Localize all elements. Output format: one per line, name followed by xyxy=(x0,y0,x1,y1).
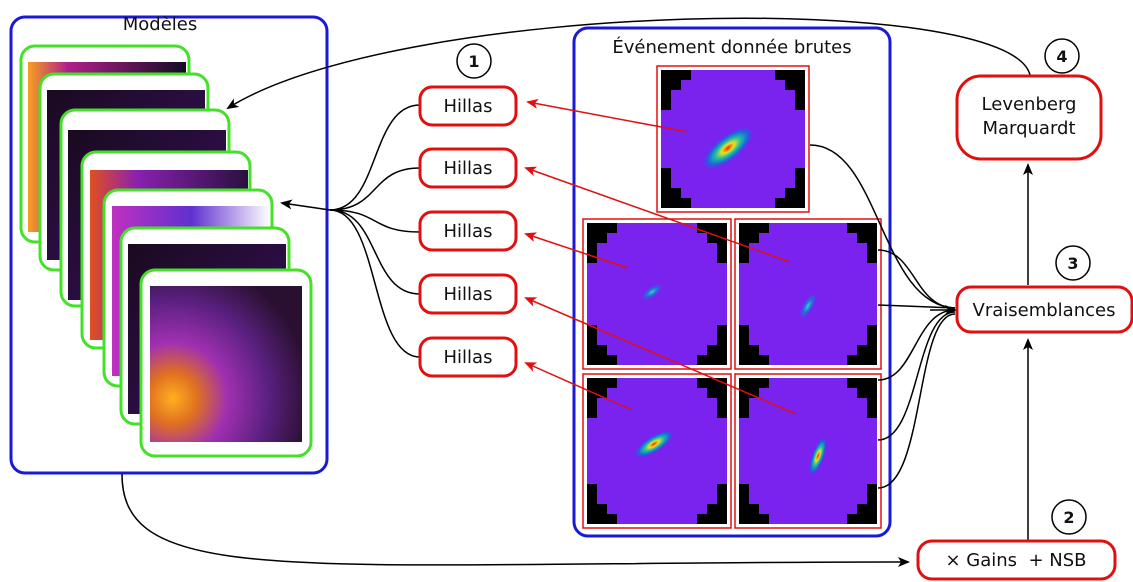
step-badge-3: 3 xyxy=(1055,245,1091,281)
hillas-box: Hillas xyxy=(418,273,518,315)
fit-label-line1: Levenberg xyxy=(982,94,1077,115)
camera-image xyxy=(656,65,810,213)
hillas-label: Hillas xyxy=(444,158,493,179)
camera-image xyxy=(582,218,732,370)
models-to-gains-arrow xyxy=(121,473,910,568)
step-number: 1 xyxy=(468,52,479,71)
model-stack xyxy=(19,44,313,458)
step-badge-4: 4 xyxy=(1044,38,1080,74)
gains-box: × Gains + NSB xyxy=(916,539,1117,581)
camera-to-hillas-arrows xyxy=(524,98,797,415)
camera-image xyxy=(734,373,882,529)
step-number: 4 xyxy=(1056,47,1067,66)
fit-label-line2: Marquardt xyxy=(982,118,1075,139)
hillas-box: Hillas xyxy=(418,85,518,127)
step-badge-1: 1 xyxy=(456,43,492,79)
hillas-box: Hillas xyxy=(418,147,518,189)
hillas-to-models-connectors xyxy=(280,104,421,358)
hillas-label: Hillas xyxy=(444,347,493,368)
camera-image xyxy=(734,218,882,370)
fit-to-models-arrow xyxy=(226,17,1031,110)
hillas-label: Hillas xyxy=(444,96,493,117)
step-badge-2: 2 xyxy=(1051,499,1087,535)
likelihood-box: Vraisemblances xyxy=(955,285,1133,334)
model-card-front xyxy=(139,268,313,458)
likelihood-label: Vraisemblances xyxy=(973,300,1116,321)
step-number: 3 xyxy=(1067,254,1078,273)
hillas-box: Hillas xyxy=(418,336,518,378)
models-panel-title: Modèles xyxy=(123,14,198,35)
event-panel-title: Événement donnée brutes xyxy=(612,36,851,58)
hillas-box: Hillas xyxy=(418,210,518,252)
step-number: 2 xyxy=(1063,508,1074,527)
gains-label: × Gains + NSB xyxy=(945,550,1086,571)
camera-image xyxy=(582,373,732,529)
hillas-label: Hillas xyxy=(444,221,493,242)
hillas-label: Hillas xyxy=(444,284,493,305)
cameras-to-likelihood-connectors xyxy=(809,144,957,489)
fit-box: Levenberg Marquardt xyxy=(955,74,1103,161)
